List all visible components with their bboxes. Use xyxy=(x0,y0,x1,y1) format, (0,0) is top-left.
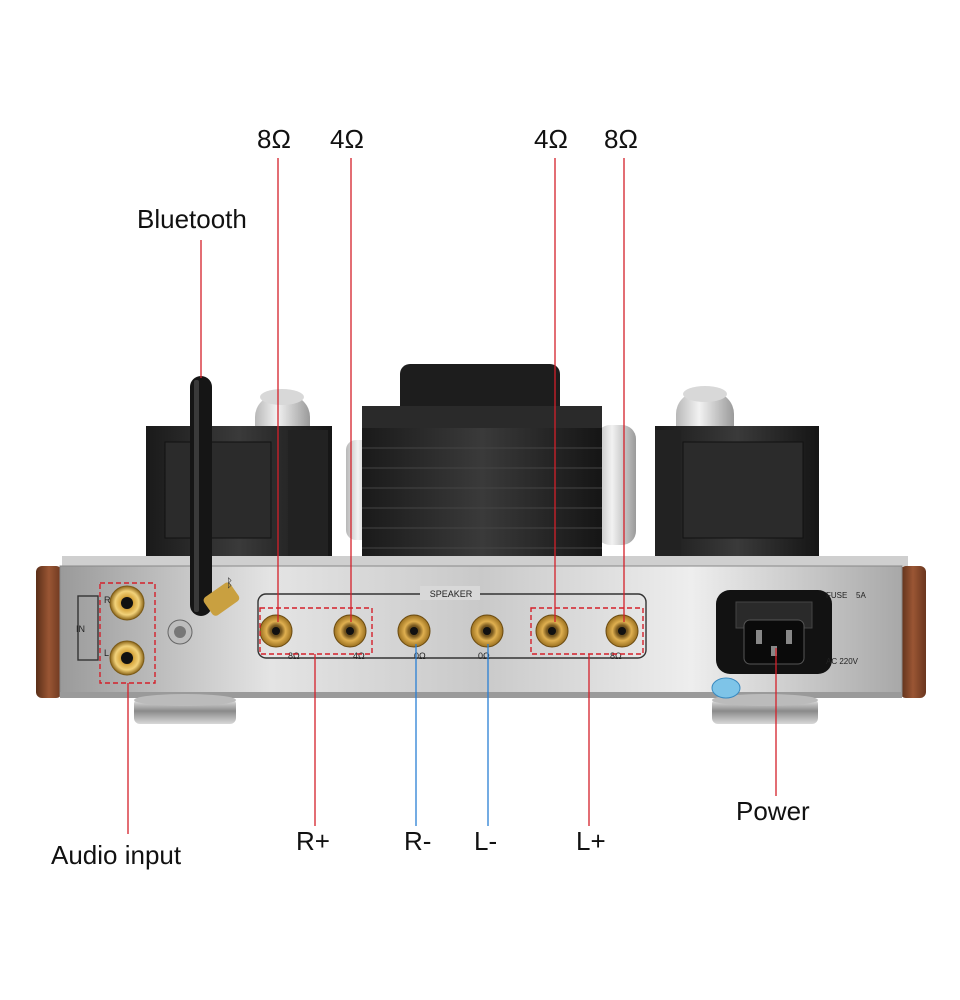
callout-leaders-blue xyxy=(415,644,489,826)
bluetooth-symbol: ᛒ xyxy=(226,576,233,590)
label-r-plus: R+ xyxy=(296,826,330,856)
label-r-minus: R- xyxy=(404,826,432,856)
output-transformer-left xyxy=(146,426,332,566)
rca-r-label: R xyxy=(104,595,111,605)
label-power: Power xyxy=(736,796,810,826)
ac-voltage-label: AC 220V xyxy=(826,657,859,666)
callout-leaders xyxy=(127,158,777,834)
speaker-label: SPEAKER xyxy=(430,589,473,599)
rca-in-label: IN xyxy=(76,624,85,634)
highlight-audio-input xyxy=(99,582,156,684)
binding-post-r-8ohm xyxy=(259,614,293,648)
binding-post-l-4ohm xyxy=(535,614,569,648)
power-inlet xyxy=(716,590,832,674)
fuse-label: FUSE xyxy=(826,591,847,600)
label-top-4ohm-right-channel: 4Ω xyxy=(330,124,364,154)
fuse-rating: 5A xyxy=(856,591,866,600)
output-transformer-right xyxy=(655,426,819,566)
term-label-8-right: 8Ω xyxy=(610,651,622,661)
foot-right xyxy=(712,694,818,724)
label-top-8ohm-left-channel: 8Ω xyxy=(604,124,638,154)
vacuum-tube-center-right xyxy=(596,425,636,545)
highlight-right-taps xyxy=(259,607,373,655)
rca-input-group: R L IN xyxy=(76,585,145,676)
binding-post-r-0ohm xyxy=(397,614,431,648)
bluetooth-antenna xyxy=(190,376,240,616)
binding-post-l-8ohm xyxy=(605,614,639,648)
power-transformer xyxy=(362,364,602,564)
label-l-plus: L+ xyxy=(576,826,606,856)
rca-l-label: L xyxy=(104,648,109,658)
term-label-0-left: 0Ω xyxy=(414,651,426,661)
term-label-0-right: 0Ω xyxy=(478,651,490,661)
foot-left xyxy=(134,694,236,724)
wood-side-left xyxy=(36,566,62,698)
binding-post-r-4ohm xyxy=(333,614,367,648)
label-l-minus: L- xyxy=(474,826,498,856)
label-top-8ohm-right-channel: 8Ω xyxy=(257,124,291,154)
label-audio-input: Audio input xyxy=(51,840,182,870)
label-bluetooth: Bluetooth xyxy=(137,204,247,234)
warranty-sticker xyxy=(711,677,741,699)
label-top-4ohm-left-channel: 4Ω xyxy=(534,124,568,154)
toggle-switch xyxy=(167,619,193,645)
chassis-top xyxy=(62,556,908,566)
speaker-section: SPEAKER xyxy=(257,586,647,659)
binding-post-l-0ohm xyxy=(470,614,504,648)
highlight-left-taps xyxy=(530,607,644,655)
wood-side-right xyxy=(900,566,926,698)
term-label-4-left: 4Ω xyxy=(353,651,365,661)
term-label-8-left: 8Ω xyxy=(288,651,300,661)
